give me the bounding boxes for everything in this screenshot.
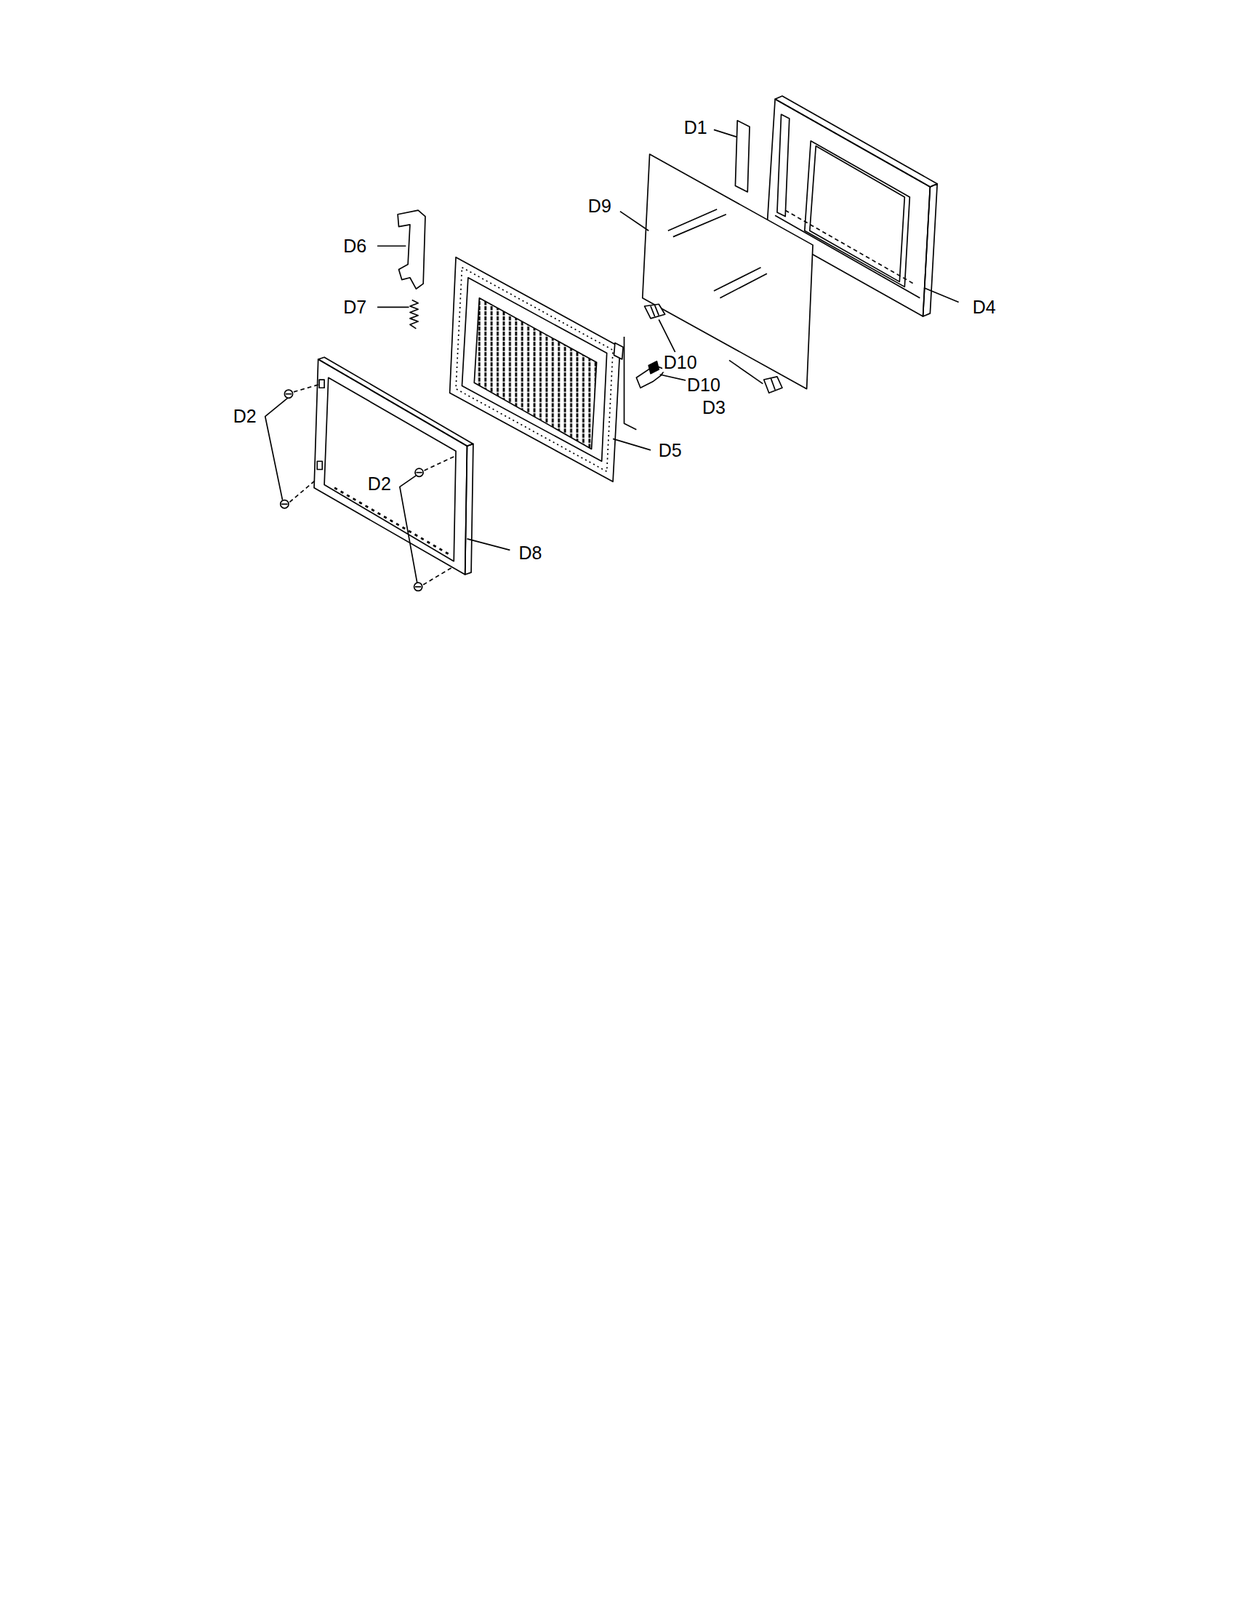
spring (410, 300, 419, 329)
leader-line (377, 306, 409, 309)
clip (764, 376, 783, 393)
callout-number: D6 (341, 236, 368, 256)
door-frame (804, 141, 910, 288)
assembly-line (289, 479, 316, 503)
assembly-line (424, 455, 456, 471)
choke-plate (613, 343, 624, 360)
callout-number: D4 (971, 297, 998, 317)
screw (281, 503, 288, 505)
leader-line (729, 359, 763, 384)
leader-line (466, 538, 510, 550)
callout-number: D3 (700, 396, 728, 417)
leader-line (924, 287, 959, 303)
door-frame (809, 146, 905, 283)
screw (284, 389, 293, 398)
leader-line (265, 129, 959, 583)
assembly-line (293, 384, 319, 392)
glass-panel (719, 273, 767, 299)
callout-number: D2 (231, 406, 259, 427)
assembly-line (289, 384, 455, 585)
door-frame (923, 183, 938, 317)
door-front (465, 443, 474, 575)
callout-number: D9 (586, 196, 613, 216)
door-front (324, 377, 456, 562)
door-frame (777, 114, 790, 216)
door-front (314, 359, 467, 575)
callout-number: D1 (682, 117, 709, 138)
leader-line (612, 438, 651, 450)
glass-panel (673, 214, 727, 238)
door-front (314, 356, 474, 575)
choke-plate (474, 298, 597, 450)
leader-line (399, 475, 418, 583)
choke-plate (461, 277, 607, 462)
hinge-bracket (648, 361, 659, 374)
screw (280, 389, 424, 591)
screw (415, 585, 421, 588)
clip (771, 378, 776, 390)
screw (415, 471, 422, 474)
door-frame (774, 95, 938, 187)
glass-panel (668, 209, 717, 231)
exploded-door-drawing (265, 95, 959, 591)
callout-number: D10 (685, 374, 722, 395)
screw (415, 468, 424, 477)
assembly-line (423, 566, 454, 585)
leader-line (377, 245, 406, 247)
door-front (316, 460, 323, 469)
door-front (318, 356, 474, 446)
choke-plate (455, 267, 613, 472)
door-strip (735, 120, 750, 192)
door-front (334, 487, 449, 554)
clip (644, 303, 666, 319)
leader-line (713, 129, 737, 137)
screw (414, 582, 423, 591)
choke-plate (624, 336, 637, 430)
glass-panel (713, 267, 762, 291)
clip (764, 376, 783, 393)
clip (644, 303, 666, 319)
callout-number: D8 (516, 543, 544, 563)
choke-plate (474, 298, 597, 450)
callout-number: D5 (657, 439, 684, 460)
leader-line (265, 397, 288, 500)
glass-panel (642, 154, 813, 389)
glass-panel (642, 154, 813, 389)
door-front (319, 379, 325, 388)
screw (280, 500, 289, 509)
screw (285, 393, 292, 395)
clip (650, 306, 656, 317)
choke-plate (450, 257, 637, 483)
leader-line (620, 211, 649, 232)
choke-plate (450, 257, 621, 483)
callout-number: D2 (366, 473, 393, 493)
latch-hook (397, 210, 426, 289)
leader-line (658, 319, 675, 352)
callout-number: D10 (662, 351, 699, 372)
clip (655, 305, 660, 316)
callout-number: D7 (341, 297, 368, 317)
